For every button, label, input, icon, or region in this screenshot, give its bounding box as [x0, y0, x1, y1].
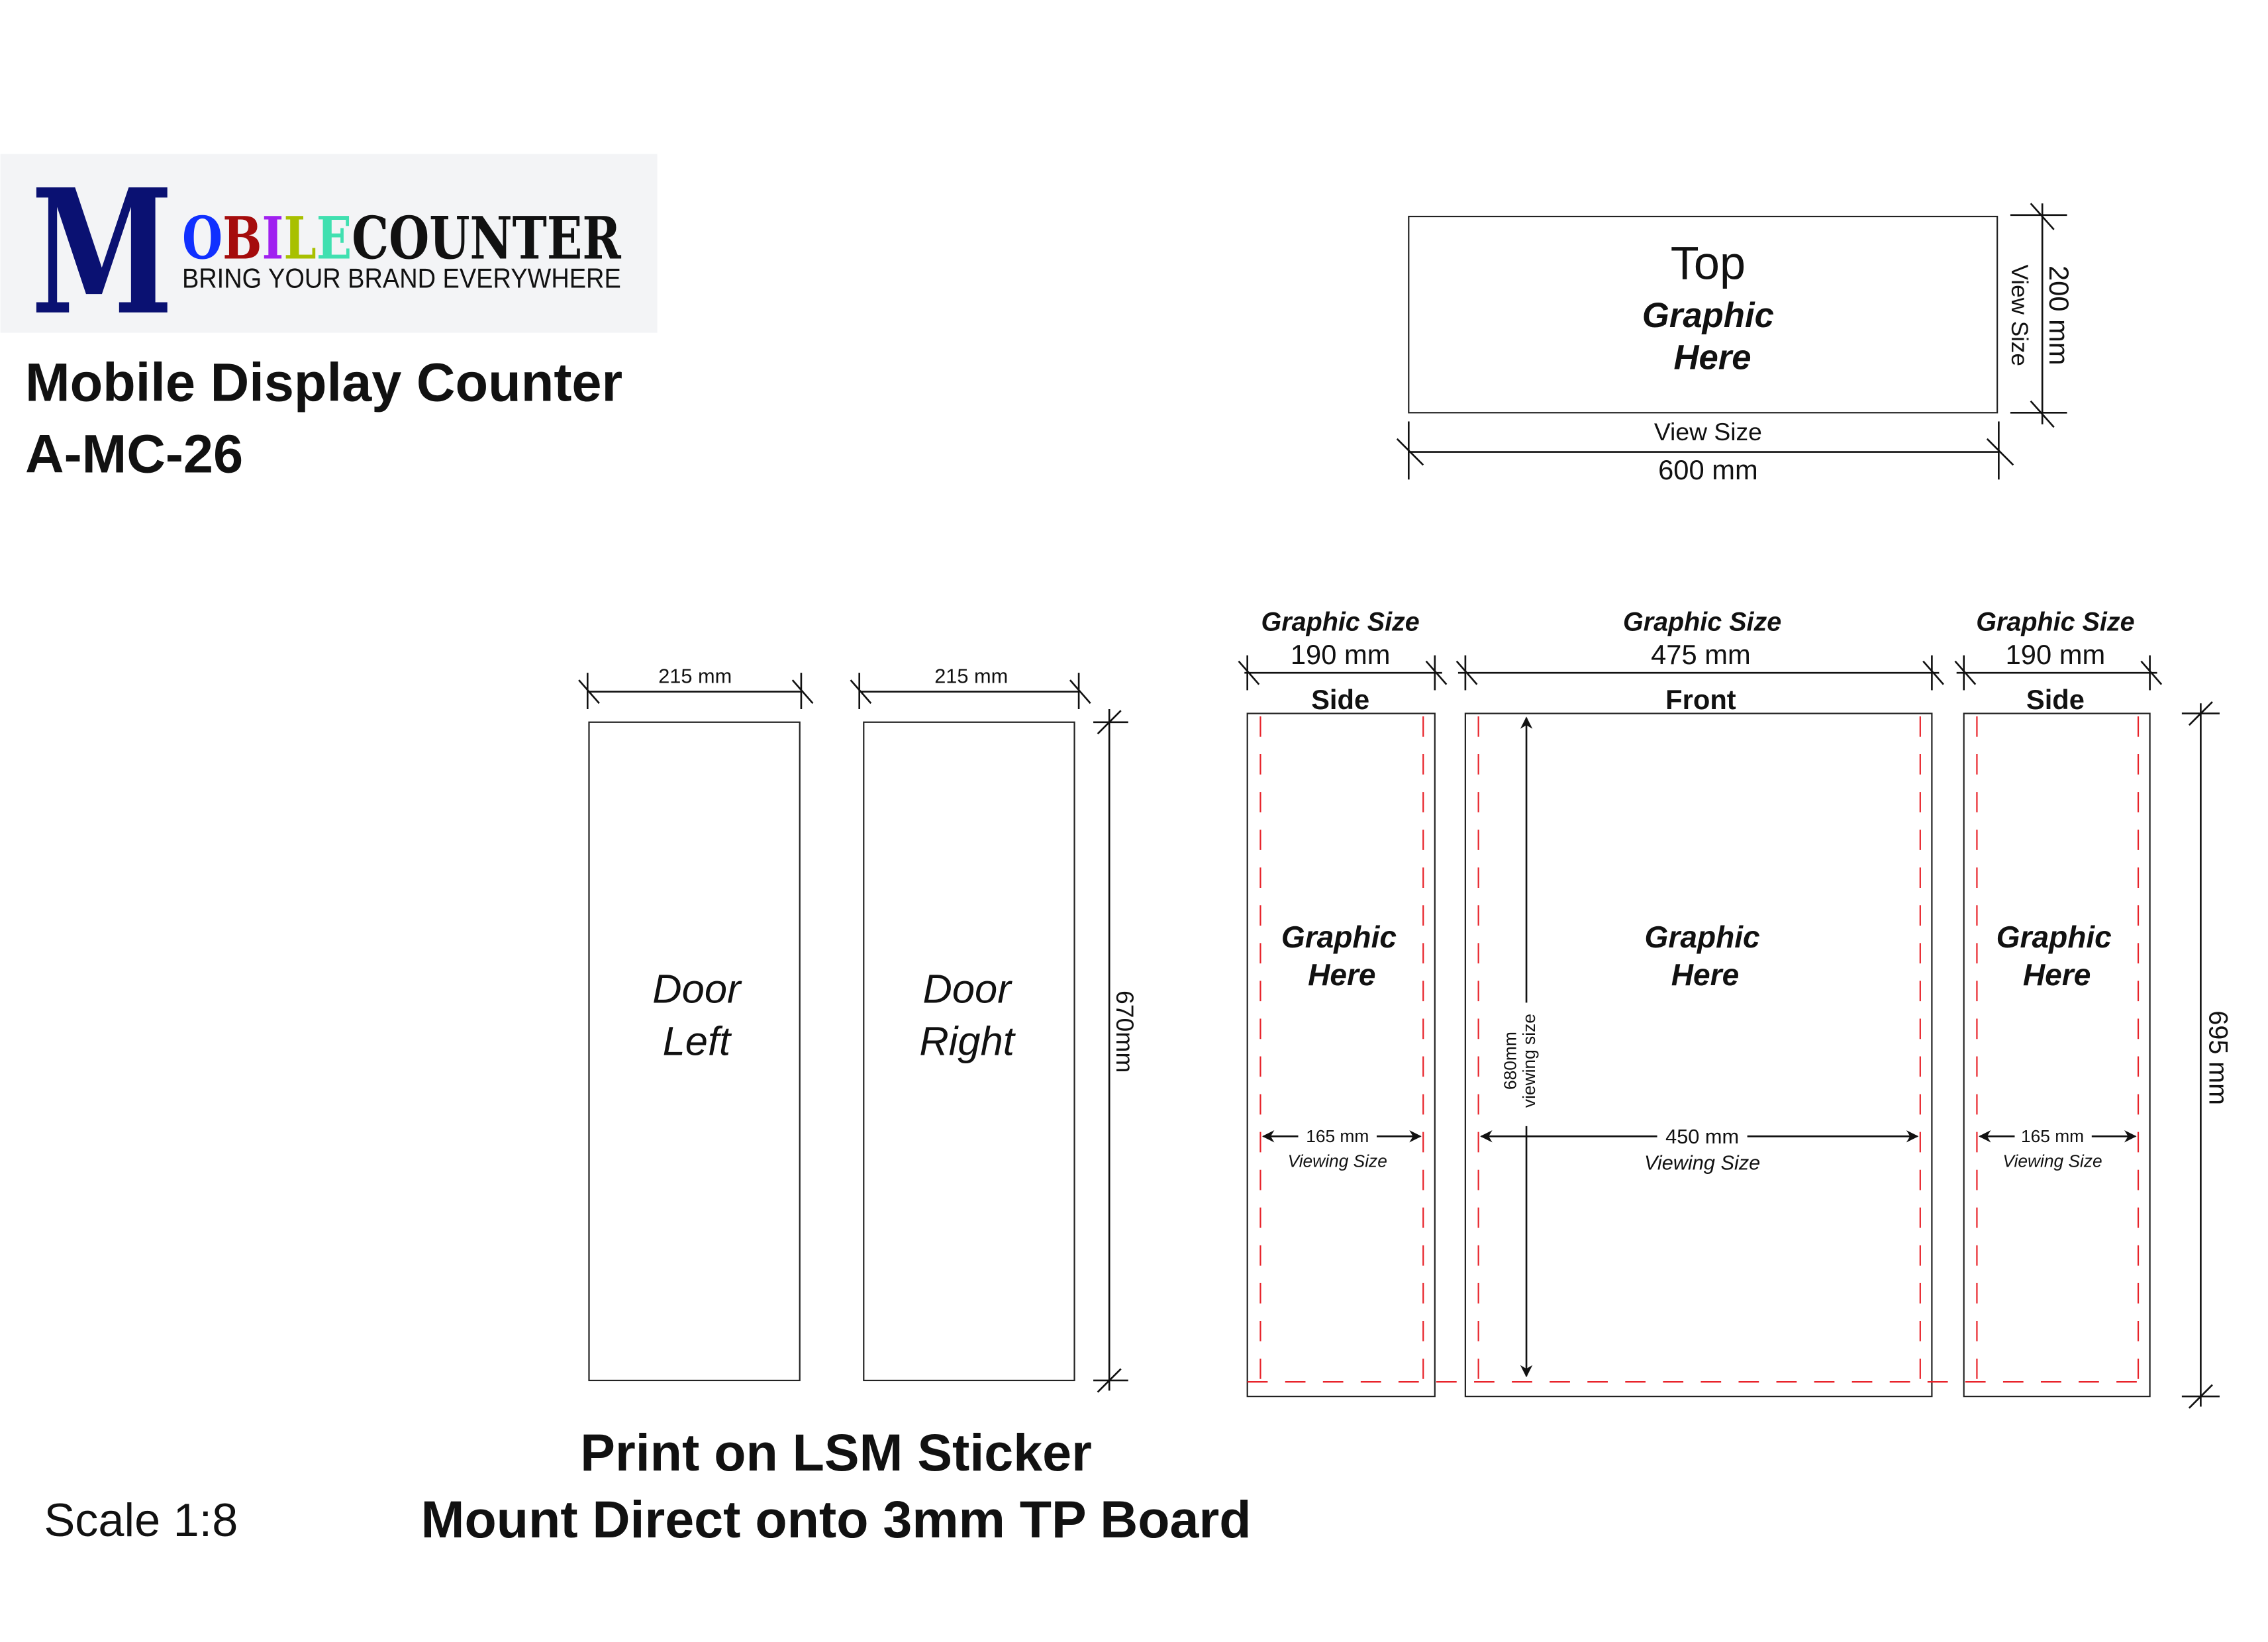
mount-instruction: Mount Direct onto 3mm TP Board — [421, 1490, 1252, 1549]
top-height-value: 200 mm — [2044, 266, 2075, 365]
door-right: 215 mm Door Right — [850, 665, 1091, 1382]
front-graphic: Graphic — [1645, 920, 1760, 954]
side-left-panel: Graphic Size 190 mm Side Graphic Here 16… — [1238, 607, 1448, 1398]
logo-letter: L — [283, 205, 316, 273]
side-left-view-size: 165 mm — [1306, 1126, 1369, 1146]
side-left-size: 190 mm — [1291, 639, 1391, 670]
panel-height-dimension: 695 mm — [2181, 701, 2233, 1409]
top-here-label: Here — [1673, 338, 1751, 377]
front-here: Here — [1671, 957, 1739, 992]
top-graphic-label: Graphic — [1642, 296, 1774, 335]
product-code: A-MC-26 — [25, 424, 243, 484]
logo-tagline: BRING YOUR BRAND EVERYWHERE — [182, 263, 621, 294]
graphic-size-label: Graphic Size — [1976, 607, 2134, 636]
door-left-rect — [588, 721, 801, 1382]
top-title: Top — [1671, 236, 1746, 289]
door-left-sub: Left — [663, 1018, 732, 1064]
door-left: 215 mm Door Left — [578, 665, 814, 1382]
front-rect — [1464, 712, 1933, 1398]
door-right-sub: Right — [919, 1018, 1016, 1064]
logo-wordmark: OBILECOUNTER — [182, 205, 622, 273]
graphic-size-label: Graphic Size — [1261, 607, 1420, 636]
top-width-label: View Size — [1654, 418, 1762, 446]
top-width-dimension: View Size 600 mm — [1396, 418, 2014, 485]
side-right-rect — [1963, 712, 2151, 1398]
side-left-view-label: Viewing Size — [1288, 1151, 1387, 1171]
side-right-size: 190 mm — [2006, 639, 2106, 670]
door-height-dimension: 670mm — [1093, 709, 1139, 1393]
top-width-value: 600 mm — [1658, 454, 1758, 485]
logo-letter: O — [182, 205, 222, 273]
door-right-rect — [863, 721, 1075, 1382]
product-title: Mobile Display Counter — [25, 353, 622, 413]
scale-label: Scale 1:8 — [44, 1494, 238, 1546]
front-view-height-label: viewing size — [1519, 1014, 1539, 1108]
top-height-dimension: View Size 200 mm — [2006, 203, 2075, 428]
side-right-panel: Graphic Size 190 mm Side Graphic Here 16… — [1954, 607, 2163, 1398]
brand-logo: M OBILECOUNTER BRING YOUR BRAND EVERYWHE… — [0, 152, 658, 354]
top-height-label: View Size — [2006, 264, 2032, 366]
front-name: Front — [1665, 684, 1736, 715]
side-left-rect — [1246, 712, 1436, 1398]
logo-letter: B — [222, 205, 262, 273]
side-right-here: Here — [2023, 957, 2091, 992]
logo-rest: COUNTER — [352, 205, 621, 273]
logo-background — [0, 154, 658, 333]
top-panel-rect — [1408, 215, 1998, 414]
front-view-width: 450 mm — [1665, 1125, 1739, 1148]
side-right-graphic: Graphic — [1997, 920, 2112, 954]
side-right-view-size: 165 mm — [2021, 1126, 2084, 1146]
top-panel: Top Graphic Here View Size 200 mm View S… — [1396, 203, 2075, 485]
graphic-size-label: Graphic Size — [1623, 607, 1781, 636]
front-size: 475 mm — [1651, 639, 1751, 670]
side-left-name: Side — [1311, 684, 1369, 715]
front-view-label: Viewing Size — [1644, 1151, 1760, 1175]
logo-letter: E — [317, 205, 352, 273]
front-panel: Graphic Size 475 mm Front Graphic Here 6… — [1455, 607, 1944, 1398]
print-instruction: Print on LSM Sticker — [580, 1423, 1092, 1482]
front-view-height: 680mm — [1501, 1032, 1520, 1090]
door-right-width: 215 mm — [934, 665, 1008, 688]
side-right-name: Side — [2026, 684, 2085, 715]
logo-letter: I — [262, 205, 283, 273]
logo-m: M — [31, 152, 173, 354]
side-left-here: Here — [1308, 957, 1375, 992]
door-left-width: 215 mm — [658, 665, 732, 688]
door-height-value: 670mm — [1111, 990, 1139, 1073]
door-right-label: Door — [923, 966, 1013, 1012]
door-left-label: Door — [652, 966, 742, 1012]
panel-height-value: 695 mm — [2204, 1010, 2233, 1105]
side-right-view-label: Viewing Size — [2002, 1151, 2102, 1171]
side-left-graphic: Graphic — [1281, 920, 1397, 954]
